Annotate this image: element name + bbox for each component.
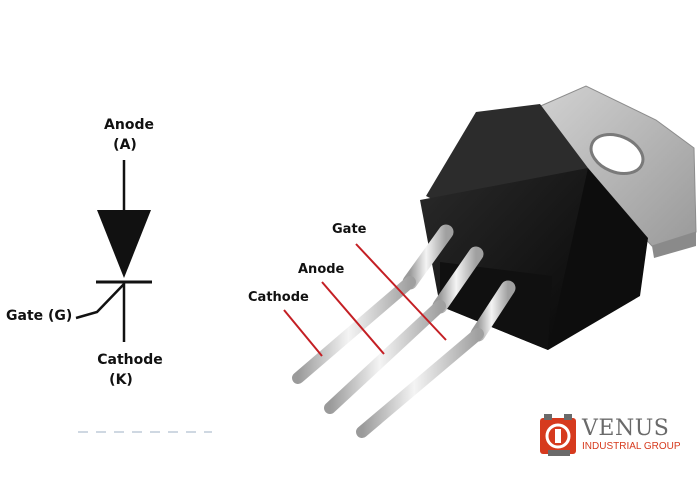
venus-logo-mark (540, 414, 576, 456)
package-cathode-label: Cathode (248, 290, 309, 305)
gate-pin (292, 224, 454, 384)
cathode-pin (356, 280, 516, 438)
venus-logo-tagline: INDUSTRIAL GROUP (582, 441, 681, 452)
symbol-cathode-short: (K) (109, 372, 133, 388)
scr-symbol (75, 160, 152, 342)
symbol-gate-label: Gate (G) (6, 308, 73, 324)
cathode-leader-line (283, 309, 323, 357)
diode-triangle (97, 210, 151, 278)
package-gate-label: Gate (332, 222, 367, 237)
gate-leader-line (355, 243, 447, 341)
symbol-anode-label: Anode (104, 117, 154, 133)
package-anode-label: Anode (298, 262, 345, 277)
symbol-anode-short: (A) (113, 137, 137, 153)
tab-edge (652, 232, 696, 258)
to220-package (292, 85, 697, 438)
anode-leader-line (321, 281, 385, 355)
anode-pin (324, 246, 484, 414)
venus-logo-brand: VENUS (582, 416, 670, 441)
symbol-cathode-label: Cathode (97, 352, 163, 368)
mounting-hole (589, 132, 645, 176)
venus-logo: VENUS INDUSTRIAL GROUP (538, 414, 698, 460)
gate-lead-wire (75, 283, 125, 320)
